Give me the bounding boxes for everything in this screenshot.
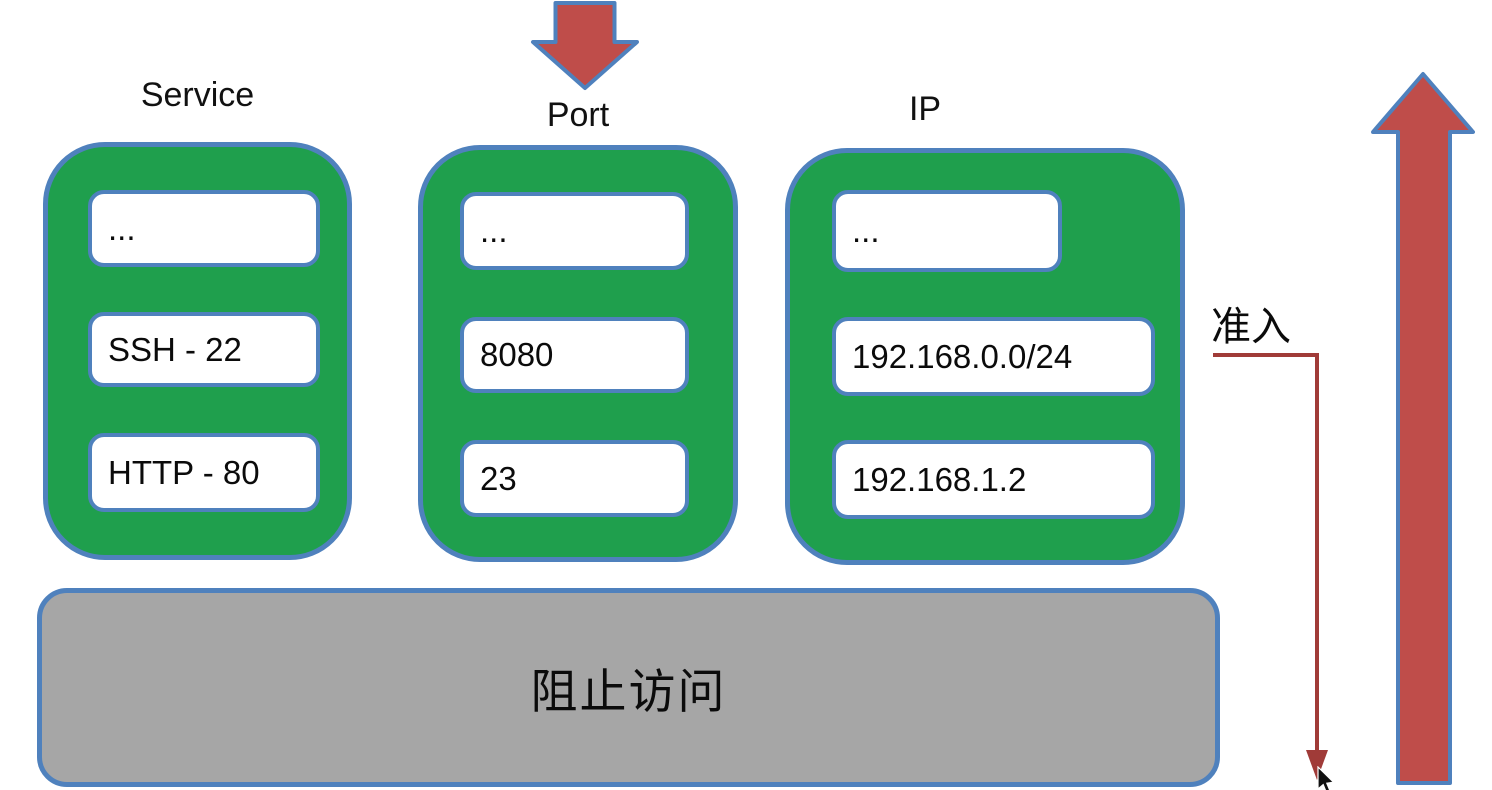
ip-item-ellipsis: ... xyxy=(832,190,1062,272)
admit-flow-arrow-icon xyxy=(1213,353,1328,780)
service-item-http-80: HTTP - 80 xyxy=(88,433,320,512)
block-access-bar: 阻止访问 xyxy=(37,588,1220,787)
block-arrow-up-icon xyxy=(1371,72,1475,785)
service-column-label: Service xyxy=(140,76,255,114)
mouse-pointer-icon xyxy=(1317,766,1335,790)
service-item-ellipsis: ... xyxy=(88,190,320,267)
ip-item-host: 192.168.1.2 xyxy=(832,440,1155,519)
block-arrow-down-icon xyxy=(531,1,639,90)
ip-column-label: IP xyxy=(908,90,942,128)
service-item-ssh-22: SSH - 22 xyxy=(88,312,320,387)
port-item-8080: 8080 xyxy=(460,317,689,393)
port-column-label: Port xyxy=(546,96,610,134)
port-item-23: 23 xyxy=(460,440,689,517)
port-item-ellipsis: ... xyxy=(460,192,689,270)
ip-item-subnet: 192.168.0.0/24 xyxy=(832,317,1155,396)
block-access-label: 阻止访问 xyxy=(530,665,727,718)
admit-label: 准入 xyxy=(1211,305,1291,349)
